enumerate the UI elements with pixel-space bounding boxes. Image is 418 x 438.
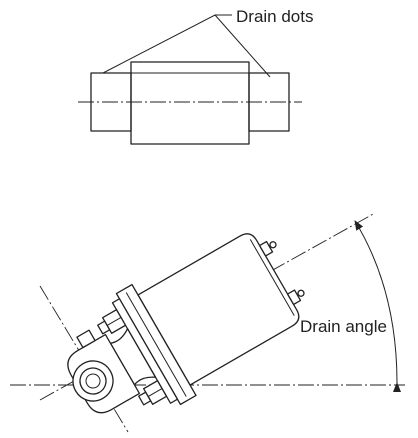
drain-dots-label: Drain dots xyxy=(236,7,313,26)
flange-inner-line xyxy=(125,292,187,397)
terminal-stud-top xyxy=(269,241,277,249)
terminal-stud-bottom xyxy=(297,289,305,297)
valve-bore-core xyxy=(85,373,101,389)
top-body xyxy=(130,61,250,145)
solenoid-can xyxy=(137,233,300,386)
can-bottom-seam xyxy=(249,239,295,316)
solenoid-assembly xyxy=(67,233,305,414)
drain-dots-leader xyxy=(102,14,232,74)
valve-bore-inner xyxy=(79,367,107,395)
side-view: Drain angle xyxy=(10,212,405,433)
valve-port xyxy=(76,329,96,349)
flange-bolt-bottom xyxy=(138,380,168,406)
drain-dots-leader-right xyxy=(214,14,271,78)
flange-bolt-top xyxy=(97,309,127,335)
terminal-post-top xyxy=(258,240,274,257)
drain-angle-arc xyxy=(354,220,402,393)
terminal-post-bottom xyxy=(286,289,302,306)
drain-angle-label: Drain angle xyxy=(300,317,387,336)
top-view: Drain dots xyxy=(78,7,313,145)
